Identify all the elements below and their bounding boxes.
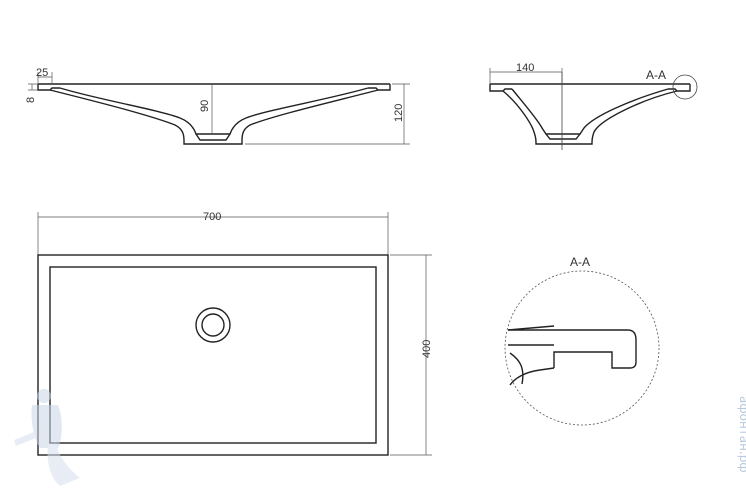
- dim-depth: 400: [421, 340, 433, 358]
- plan-view: 700 400: [37, 211, 433, 456]
- detail-label: A-A: [570, 255, 590, 269]
- dim-bowl-depth: 90: [199, 100, 211, 112]
- dim-rim-thickness: 25: [36, 67, 48, 79]
- section-label: A-A: [646, 68, 666, 82]
- dim-width: 700: [203, 211, 221, 223]
- detail-view: A-A: [504, 255, 660, 426]
- dim-total-height: 120: [393, 104, 405, 122]
- front-elevation: 25 8 90 120: [25, 67, 410, 145]
- dim-side-offset: 140: [516, 62, 534, 74]
- watermark-text: афонтан.рф: [737, 396, 746, 473]
- dim-rim-offset: 8: [25, 97, 37, 103]
- watermark-mascot-icon: [14, 389, 80, 486]
- side-section: 140 A-A: [489, 62, 698, 150]
